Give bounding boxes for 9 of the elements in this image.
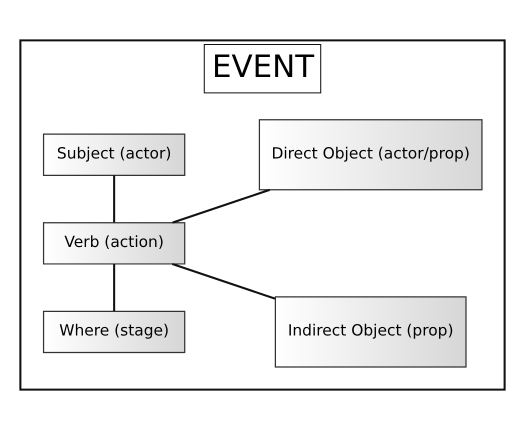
node-box: Verb (action) <box>42 222 186 265</box>
node-box: Where (stage) <box>42 310 186 354</box>
connector <box>113 175 116 222</box>
connector <box>172 263 276 300</box>
connector <box>172 188 270 224</box>
connector <box>113 264 116 312</box>
node-box: Subject (actor) <box>42 134 186 176</box>
node-box: Direct Object (actor/prop) <box>258 119 483 190</box>
node-box: Indirect Object (prop) <box>274 296 467 368</box>
